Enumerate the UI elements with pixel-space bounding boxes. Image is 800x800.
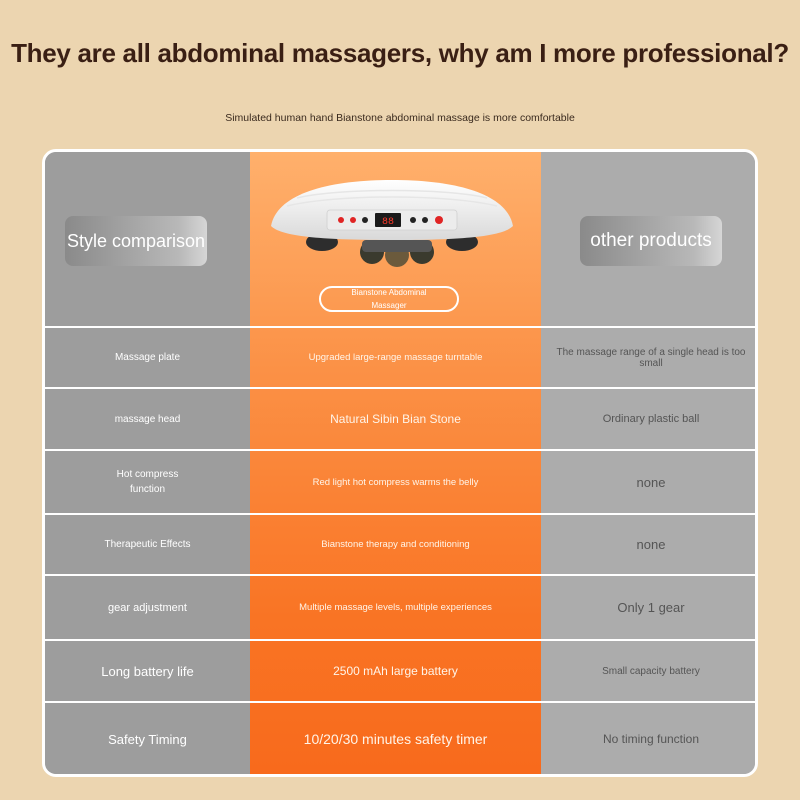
- page-subtitle: Simulated human hand Bianstone abdominal…: [225, 112, 575, 124]
- our-value-cell: Multiple massage levels, multiple experi…: [299, 602, 492, 613]
- our-value-cell: 2500 mAh large battery: [333, 664, 458, 678]
- massager-device-image: 88: [271, 180, 513, 267]
- row-divider: [45, 513, 755, 515]
- other-products-label: other products: [580, 216, 722, 266]
- product-name-badge: Bianstone Abdominal Massager: [319, 286, 459, 312]
- our-value-cell: 10/20/30 minutes safety timer: [303, 731, 488, 747]
- other-value-cell: Ordinary plastic ball: [602, 413, 700, 425]
- row-divider: [45, 449, 755, 451]
- comparison-table: Style comparison 88 Bianstone Abdominal …: [42, 149, 758, 777]
- our-value-cell: Natural Sibin Bian Stone: [330, 412, 461, 426]
- other-value-cell: none: [636, 537, 666, 552]
- other-value-cell: No timing function: [602, 732, 700, 746]
- feature-cell: massage head: [114, 413, 181, 425]
- our-value-cell: Red light hot compress warms the belly: [312, 476, 479, 488]
- table-row: Therapeutic Effects Bianstone therapy an…: [45, 515, 755, 574]
- table-row: Hot compress function Red light hot comp…: [45, 451, 755, 513]
- row-divider: [45, 387, 755, 389]
- feature-cell: Therapeutic Effects: [104, 539, 191, 550]
- feature-cell: Hot compress function: [116, 469, 179, 495]
- row-divider: [45, 639, 755, 641]
- feature-cell: Massage plate: [114, 352, 181, 363]
- power-indicator-icon: [338, 217, 344, 223]
- other-value-cell: Small capacity battery: [602, 665, 700, 677]
- other-value-cell: none: [636, 474, 666, 490]
- row-divider: [45, 574, 755, 576]
- feature-cell: Safety Timing: [108, 731, 187, 747]
- row-divider: [45, 326, 755, 328]
- device-display-digits: 88: [382, 217, 394, 228]
- row-divider: [45, 701, 755, 703]
- feature-cell: Long battery life: [101, 663, 194, 679]
- our-value-cell: Upgraded large-range massage turntable: [308, 352, 483, 363]
- style-comparison-label: Style comparison: [65, 216, 207, 266]
- table-row: massage head Natural Sibin Bian Stone Or…: [45, 389, 755, 449]
- other-value-cell: Only 1 gear: [617, 600, 685, 615]
- table-row: Massage plate Upgraded large-range massa…: [45, 328, 755, 387]
- table-row: Long battery life 2500 mAh large battery…: [45, 641, 755, 701]
- our-value-cell: Bianstone therapy and conditioning: [321, 539, 470, 550]
- table-row: Safety Timing 10/20/30 minutes safety ti…: [45, 703, 755, 774]
- other-value-cell: The massage range of a single head is to…: [556, 346, 746, 369]
- feature-cell: gear adjustment: [108, 601, 187, 614]
- table-row: gear adjustment Multiple massage levels,…: [45, 576, 755, 639]
- page-title: They are all abdominal massagers, why am…: [11, 38, 789, 68]
